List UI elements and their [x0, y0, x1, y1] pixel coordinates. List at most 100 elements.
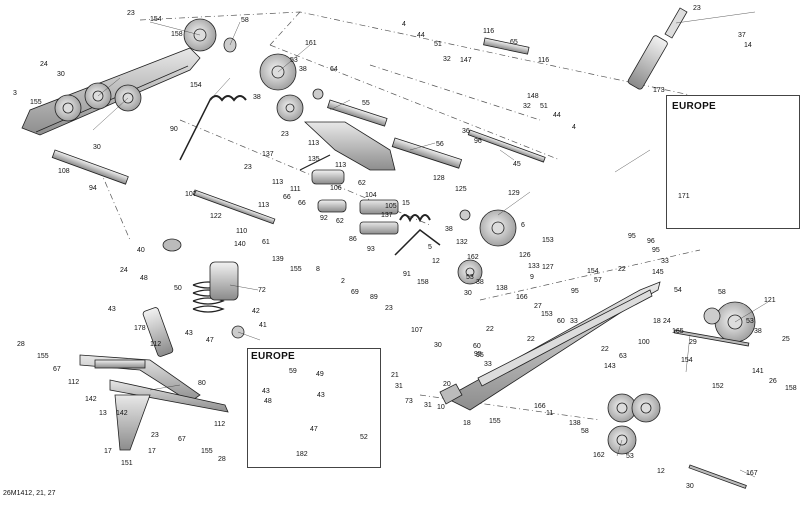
callout-part-number: 6 [521, 222, 525, 229]
callout-part-number: 122 [210, 213, 222, 220]
callout-part-number: 132 [456, 239, 468, 246]
europe-inset-top-title: EUROPE [672, 101, 717, 112]
callout-part-number: 154 [150, 16, 162, 23]
callout-part-number: 48 [264, 398, 272, 405]
callout-part-number: 26 [769, 378, 777, 385]
callout-part-number: 53 [626, 453, 634, 460]
callout-part-number: 56 [436, 141, 444, 148]
main-slide-rail [439, 281, 661, 411]
callout-part-number: 42 [252, 308, 260, 315]
leader-lines [92, 11, 769, 478]
callout-part-number: 38 [754, 328, 762, 335]
callout-part-number: 94 [89, 185, 97, 192]
callout-part-number: 44 [553, 112, 561, 119]
callout-part-number: 62 [358, 180, 366, 187]
callout-part-number: 11 [546, 410, 554, 417]
callout-part-number: 158 [785, 385, 797, 392]
callout-part-number: 162 [467, 254, 479, 261]
callout-part-number: 116 [483, 28, 495, 35]
callout-part-number: 141 [752, 368, 764, 375]
europe-inset-bottom-title: EUROPE [251, 351, 296, 362]
callout-part-number: 151 [121, 460, 133, 467]
callout-part-number: 112 [150, 341, 162, 348]
callout-part-number: 13 [99, 410, 107, 417]
callout-part-number: 43 [108, 306, 116, 313]
callout-part-number: 47 [206, 337, 214, 344]
callout-part-number: 18 [653, 318, 661, 325]
callout-part-number: 166 [534, 403, 546, 410]
callout-part-number: 67 [53, 366, 61, 373]
rear-shock-top [627, 7, 688, 90]
callout-part-number: 23 [244, 164, 252, 171]
callout-part-number: 43 [317, 392, 325, 399]
callout-part-number: 107 [411, 327, 423, 334]
callout-part-number: 45 [513, 161, 521, 168]
callout-part-number: 121 [764, 297, 776, 304]
callout-part-number: 55 [362, 100, 370, 107]
callout-part-number: 155 [489, 418, 501, 425]
callout-part-number: 154 [190, 82, 202, 89]
lower-idler-wheel-162 [457, 259, 483, 285]
callout-part-number: 107 [185, 191, 197, 198]
callout-part-number: 133 [528, 263, 540, 270]
callout-part-number: 73 [405, 398, 413, 405]
callout-part-number: 80 [198, 380, 206, 387]
callout-part-number: 182 [296, 451, 308, 458]
callout-part-number: 62 [336, 218, 344, 225]
callout-part-number: 166 [516, 294, 528, 301]
callout-part-number: 30 [434, 342, 442, 349]
callout-part-number: 155 [290, 266, 302, 273]
callout-part-number: 30 [464, 290, 472, 297]
callout-part-number: 17 [104, 448, 112, 455]
front-spring-and-rods [51, 95, 247, 185]
callout-part-number: 33 [484, 361, 492, 368]
callout-part-number: 154 [681, 357, 693, 364]
callout-part-number: 105 [385, 203, 397, 210]
callout-part-number: 65 [510, 39, 518, 46]
callout-part-number: 27 [534, 303, 542, 310]
callout-part-number: 86 [349, 236, 357, 243]
callout-part-number: 155 [201, 448, 213, 455]
callout-part-number: 138 [496, 285, 508, 292]
callout-part-number: 158 [417, 279, 429, 286]
callout-part-number: 22 [527, 336, 535, 343]
callout-part-number: 161 [305, 40, 317, 47]
callout-part-number: 15 [402, 200, 410, 207]
callout-part-number: 95 [652, 247, 660, 254]
callout-part-number: 137 [262, 151, 274, 158]
callout-part-number: 104 [365, 192, 377, 199]
callout-part-number: 113 [335, 162, 347, 169]
callout-part-number: 95 [476, 352, 484, 359]
callout-part-number: 66 [298, 200, 306, 207]
callout-part-number: 108 [58, 168, 70, 175]
callout-part-number: 44 [417, 32, 425, 39]
callout-part-number: 171 [678, 193, 690, 200]
callout-part-number: 128 [433, 175, 445, 182]
callout-part-number: 4 [402, 21, 406, 28]
callout-part-number: 38 [253, 94, 261, 101]
callout-part-number: 3 [13, 90, 17, 97]
callout-part-number: 12 [657, 468, 665, 475]
callout-part-number: 9 [530, 274, 534, 281]
callout-part-number: 113 [308, 140, 320, 147]
callout-part-number: 28 [17, 341, 25, 348]
callout-part-number: 96 [474, 138, 482, 145]
callout-part-number: 38 [445, 226, 453, 233]
callout-part-number: 137 [381, 212, 393, 219]
callout-part-number: 113 [258, 202, 270, 209]
callout-part-number: 58 [241, 17, 249, 24]
callout-part-number: 61 [262, 239, 270, 246]
callout-part-number: 25 [782, 336, 790, 343]
callout-part-number: 69 [351, 289, 359, 296]
mid-idler-wheel [459, 209, 517, 247]
callout-part-number: 142 [85, 396, 97, 403]
callout-part-number: 178 [134, 325, 146, 332]
callout-part-number: 147 [460, 57, 472, 64]
callout-part-number: 112 [68, 379, 80, 386]
callout-part-number: 155 [37, 353, 49, 360]
callout-part-number: 153 [542, 237, 554, 244]
callout-part-number: 50 [174, 285, 182, 292]
callout-part-number: 38 [476, 279, 484, 286]
callout-part-number: 30 [57, 71, 65, 78]
